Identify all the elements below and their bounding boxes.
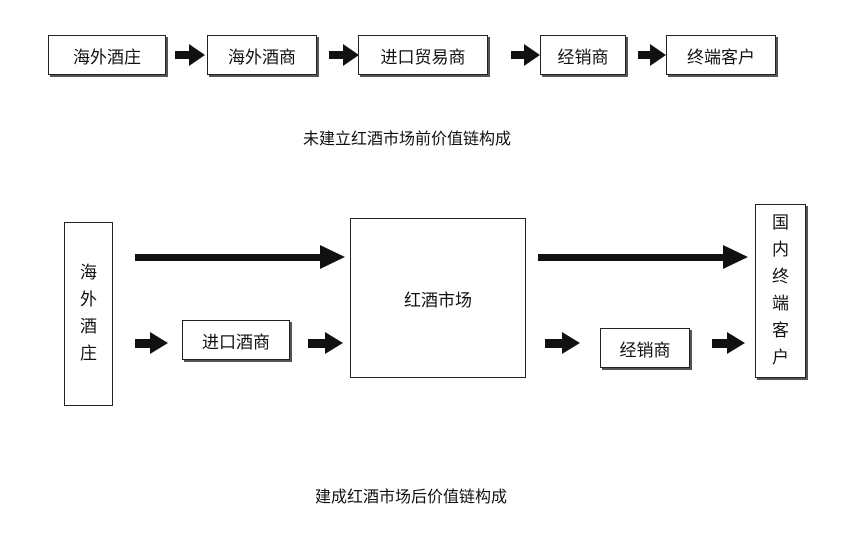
bottom-node-domestic-end-customer: 国 内 终 端 客 户 — [755, 204, 806, 378]
customer-char: 国 — [772, 213, 789, 233]
customer-char: 客 — [772, 321, 789, 341]
top-caption: 未建立红酒市场前价值链构成 — [303, 129, 512, 148]
bottom-node-market: 红酒市场 — [350, 218, 526, 378]
winery-to-importer-arrow — [135, 332, 168, 354]
customer-char: 内 — [772, 240, 789, 260]
bottom-node-winery: 海 外 酒 庄 — [64, 222, 113, 406]
winery-char: 外 — [80, 290, 97, 310]
top-node-distributor: 经销商 — [540, 35, 626, 75]
top-node-winery: 海外酒庄 — [48, 35, 166, 75]
top-arrow-2 — [329, 44, 359, 66]
distributor-to-customer-arrow — [712, 332, 745, 354]
top-arrow-3 — [511, 44, 540, 66]
winery-char: 庄 — [80, 344, 97, 364]
top-node-end-customer: 终端客户 — [666, 35, 776, 75]
market-to-customer-arrow — [538, 245, 748, 269]
bottom-node-importer: 进口酒商 — [182, 320, 290, 360]
top-node-overseas-wine-merchant: 海外酒商 — [207, 35, 317, 75]
winery-char: 海 — [80, 263, 97, 283]
customer-char: 户 — [772, 348, 789, 368]
bottom-node-distributor: 经销商 — [600, 328, 690, 368]
importer-to-market-arrow — [308, 332, 343, 354]
customer-char: 端 — [772, 294, 789, 314]
winery-to-market-arrow — [135, 245, 345, 269]
bottom-caption: 建成红酒市场后价值链构成 — [315, 487, 508, 506]
top-node-import-trader: 进口贸易商 — [358, 35, 488, 75]
top-arrow-4 — [638, 44, 666, 66]
market-to-distributor-arrow — [545, 332, 580, 354]
customer-char: 终 — [772, 267, 789, 287]
top-arrow-1 — [175, 44, 205, 66]
winery-char: 酒 — [80, 317, 97, 337]
